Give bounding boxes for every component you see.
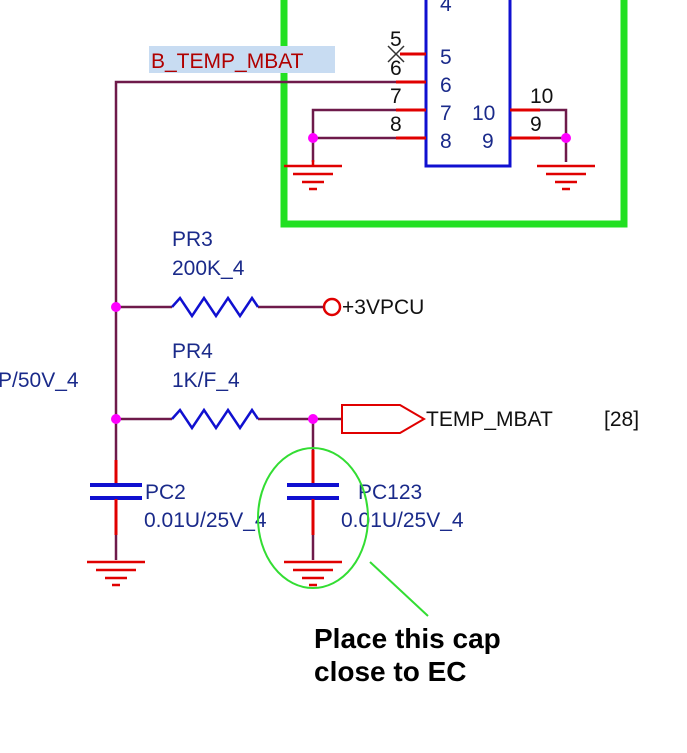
output-port-shape <box>341 404 426 434</box>
net-label-highlight <box>149 46 335 73</box>
pc123-ref: PC123 <box>358 481 422 504</box>
output-port-page-ref[interactable]: [28] <box>604 408 639 431</box>
pr4-value: 1K/F_4 <box>172 369 240 392</box>
resistor-pr4[interactable] <box>171 407 260 431</box>
junction-dot <box>308 414 318 424</box>
component-frame <box>280 0 628 228</box>
output-port-label: TEMP_MBAT <box>426 408 553 431</box>
junctions <box>111 133 571 424</box>
pr3-value: 200K_4 <box>172 257 245 280</box>
pc2-value: 0.01U/25V_4 <box>144 509 267 532</box>
pin-label-outer-9: 9 <box>530 113 542 136</box>
pin-label-outer-10: 10 <box>530 85 553 108</box>
wire-b-temp-mbat <box>114 80 396 460</box>
pin-label-inner-8: 8 <box>440 130 452 153</box>
power-port-circle <box>322 297 342 317</box>
resistor-pr3[interactable] <box>171 295 260 319</box>
connector-body <box>424 0 512 168</box>
no-connect-mark <box>387 45 405 63</box>
ground-symbol-left <box>284 164 342 191</box>
junction-dot <box>111 414 121 424</box>
junction-dot <box>561 133 571 143</box>
pc123-value: 0.01U/25V_4 <box>341 509 464 532</box>
pin-label-outer-8: 8 <box>390 113 402 136</box>
wire-pin10-gnd <box>540 108 568 162</box>
power-net-label: +3VPCU <box>342 296 424 319</box>
connector-pin-4: 4 <box>440 0 452 16</box>
pin-label-inner-7: 7 <box>440 102 452 125</box>
ground-symbol-pc123 <box>284 560 342 587</box>
pin-label-inner-10: 10 <box>472 102 495 125</box>
pin-label-inner-9: 9 <box>482 130 494 153</box>
junction-dot <box>111 302 121 312</box>
note-line-2: close to EC <box>314 656 466 687</box>
junction-dot <box>308 133 318 143</box>
pr3-ref: PR3 <box>172 228 213 251</box>
ground-symbol-pc2 <box>87 560 145 587</box>
wire-pin7-gnd <box>311 108 396 138</box>
ground-symbol-right <box>537 164 595 191</box>
pin-label-outer-6: 6 <box>390 57 402 80</box>
callout-ellipse <box>257 447 369 589</box>
note-line-1: Place this cap <box>314 623 501 654</box>
callout-leader-line <box>369 561 429 617</box>
pr4-ref: PR4 <box>172 340 213 363</box>
pin-label-inner-6: 6 <box>440 74 452 97</box>
pin-label-inner-5: 5 <box>440 46 452 69</box>
pc2-ref: PC2 <box>145 481 186 504</box>
net-label-b-temp-mbat[interactable]: B_TEMP_MBAT <box>151 50 304 73</box>
cut-off-value-label: P/50V_4 <box>0 369 79 392</box>
pin-label-outer-7: 7 <box>390 85 402 108</box>
pin-label-outer-5: 5 <box>390 28 402 51</box>
